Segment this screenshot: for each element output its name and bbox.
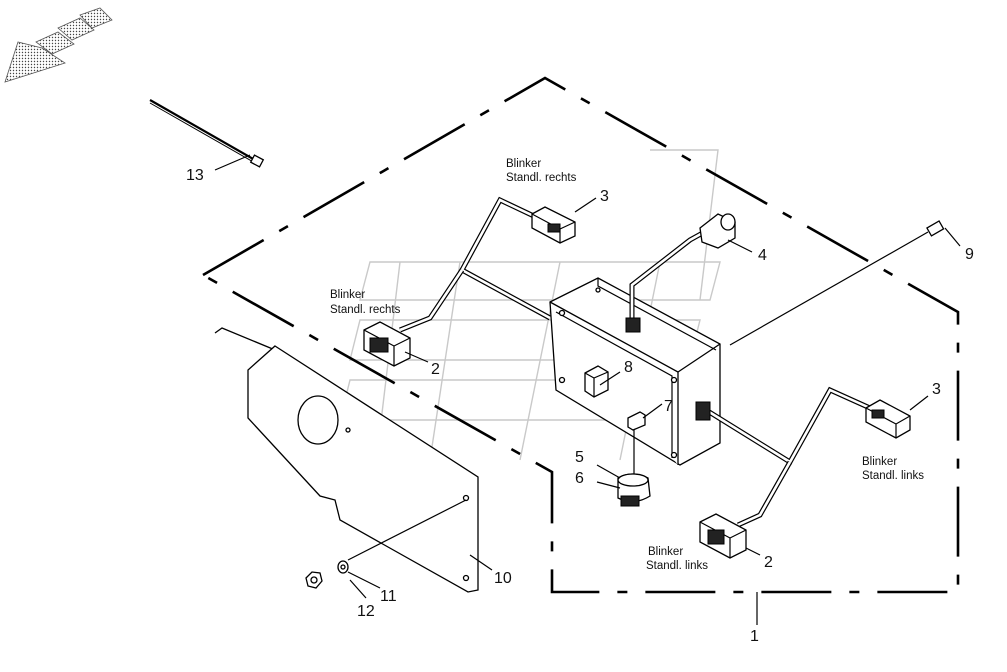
part-number-2-rechts: 2 xyxy=(431,361,440,378)
part-number-11: 11 xyxy=(380,588,397,605)
label-blinker-rechts-top-line1: Blinker xyxy=(506,158,541,170)
part-number-2-links: 2 xyxy=(764,554,773,571)
washer-part xyxy=(337,560,349,574)
part-number-12: 12 xyxy=(357,603,375,620)
part-number-5: 5 xyxy=(575,449,584,466)
part-number-10: 10 xyxy=(494,570,512,587)
connector-3-rechts xyxy=(531,197,597,244)
connector-3-links xyxy=(865,395,929,439)
part-number-13: 13 xyxy=(186,167,204,184)
part-number-6: 6 xyxy=(575,470,584,487)
connector-2-rechts xyxy=(363,321,429,367)
wire-harness-right xyxy=(695,386,872,528)
label-blinker-rechts-top-line2: Standl. rechts xyxy=(506,172,577,184)
part-number-3-links: 3 xyxy=(932,381,941,398)
flasher-unit-part xyxy=(596,430,651,507)
cable-gland-part xyxy=(625,213,753,333)
label-blinker-links-right-line2: Standl. links xyxy=(862,470,924,482)
switch-part xyxy=(627,403,663,431)
direction-arrow-icon xyxy=(4,7,113,83)
wire-harness-left xyxy=(399,196,552,333)
relay-part xyxy=(584,365,621,398)
part-number-3-rechts: 3 xyxy=(600,188,609,205)
cable-tie-part xyxy=(149,99,265,171)
leader-12 xyxy=(349,579,367,599)
leader-10-washer xyxy=(347,499,467,561)
leader-10 xyxy=(469,554,493,571)
label-blinker-links-right-line1: Blinker xyxy=(862,456,897,468)
assembly-frame xyxy=(202,76,960,594)
part-number-7: 7 xyxy=(664,398,673,415)
control-box-part xyxy=(549,277,721,466)
label-blinker-rechts-mid-line2: Standl. rechts xyxy=(330,304,401,316)
leader-11 xyxy=(347,571,381,589)
part-number-4: 4 xyxy=(758,247,767,264)
screw-part xyxy=(729,220,961,346)
part-number-1: 1 xyxy=(750,628,759,645)
mounting-plate-part xyxy=(214,327,479,593)
nut-part xyxy=(305,571,323,589)
part-number-8: 8 xyxy=(624,359,633,376)
label-blinker-links-bottom-line2: Standl. links xyxy=(646,560,708,572)
part-number-9: 9 xyxy=(965,246,974,263)
label-blinker-links-bottom-line1: Blinker xyxy=(648,546,683,558)
connector-2-links xyxy=(699,513,761,559)
label-blinker-rechts-mid-line1: Blinker xyxy=(330,289,365,301)
